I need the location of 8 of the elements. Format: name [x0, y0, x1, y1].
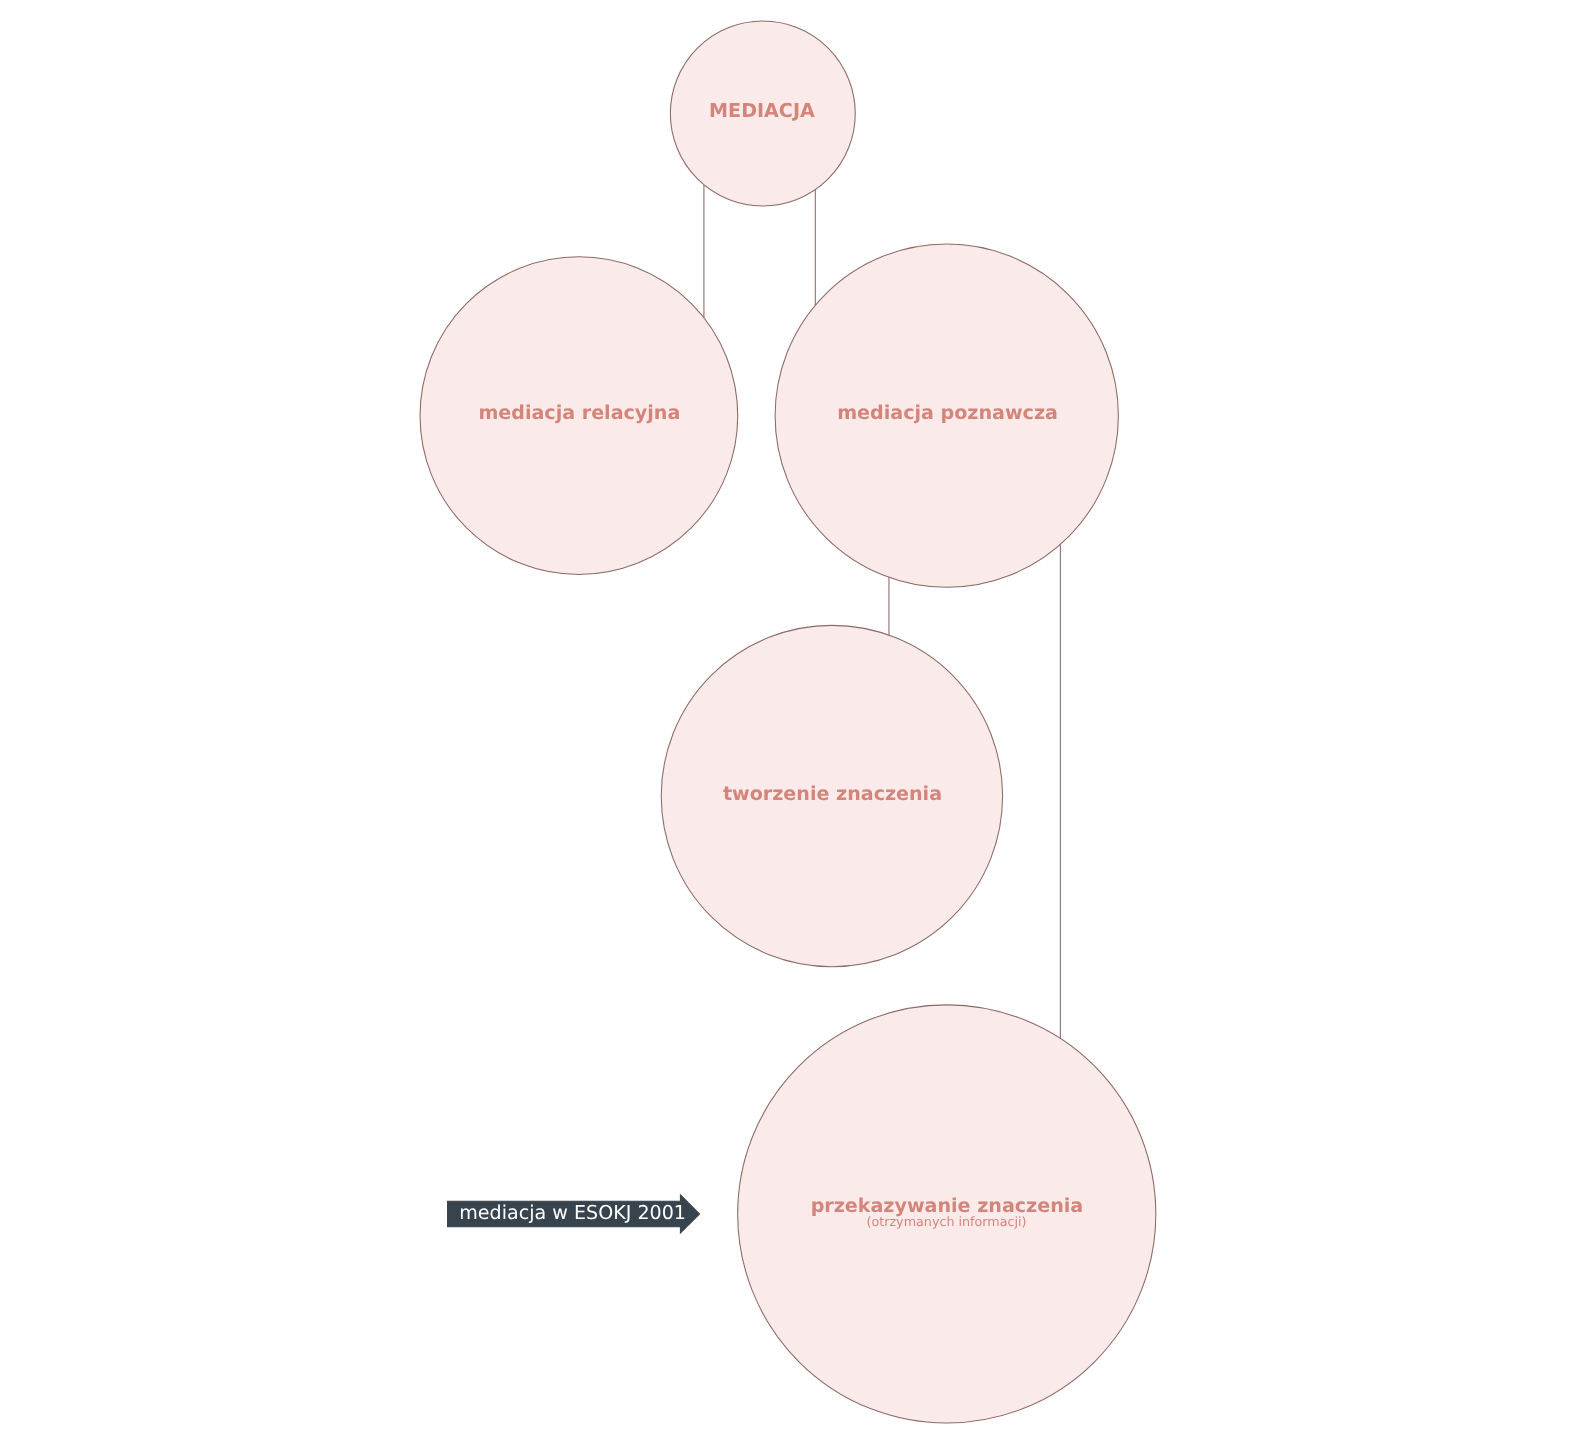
node-circle: mediacja poznawcza — [774, 243, 1119, 588]
node-circle: tworzenie znaczenia — [660, 624, 1004, 968]
node-circle: MEDIACJA — [669, 20, 856, 207]
connector — [814, 189, 816, 306]
connector — [888, 576, 890, 636]
node-circle: mediacja relacyjna — [419, 256, 739, 576]
connector — [703, 184, 705, 319]
connector — [1059, 543, 1061, 1039]
